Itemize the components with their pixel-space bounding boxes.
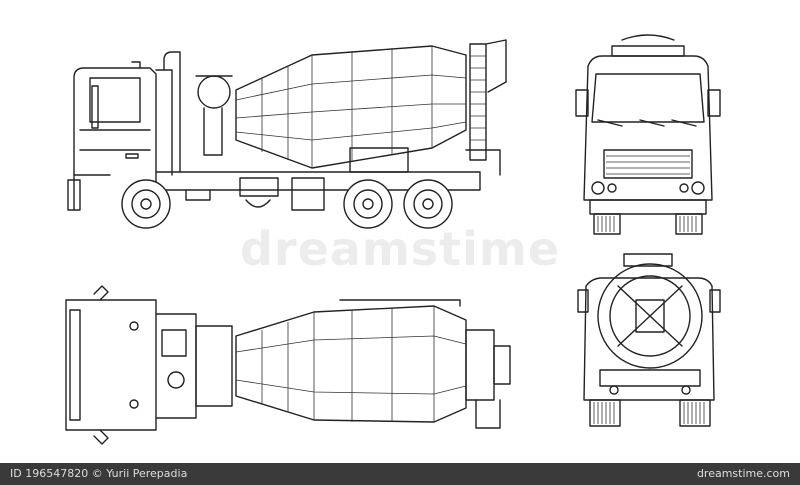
front-view: [575, 34, 721, 235]
side-view: [67, 39, 507, 229]
rear-view: [577, 253, 721, 427]
site-text: dreamstime.com: [696, 467, 790, 480]
footer-bar: ID 196547820 © Yurii Perepadia dreamstim…: [0, 463, 800, 485]
side-wheel: [403, 179, 453, 229]
image-id-text: ID 196547820 © Yurii Perepadia: [10, 467, 188, 480]
side-wheel: [343, 179, 393, 229]
top-view: [65, 285, 511, 445]
side-wheel: [121, 179, 171, 229]
